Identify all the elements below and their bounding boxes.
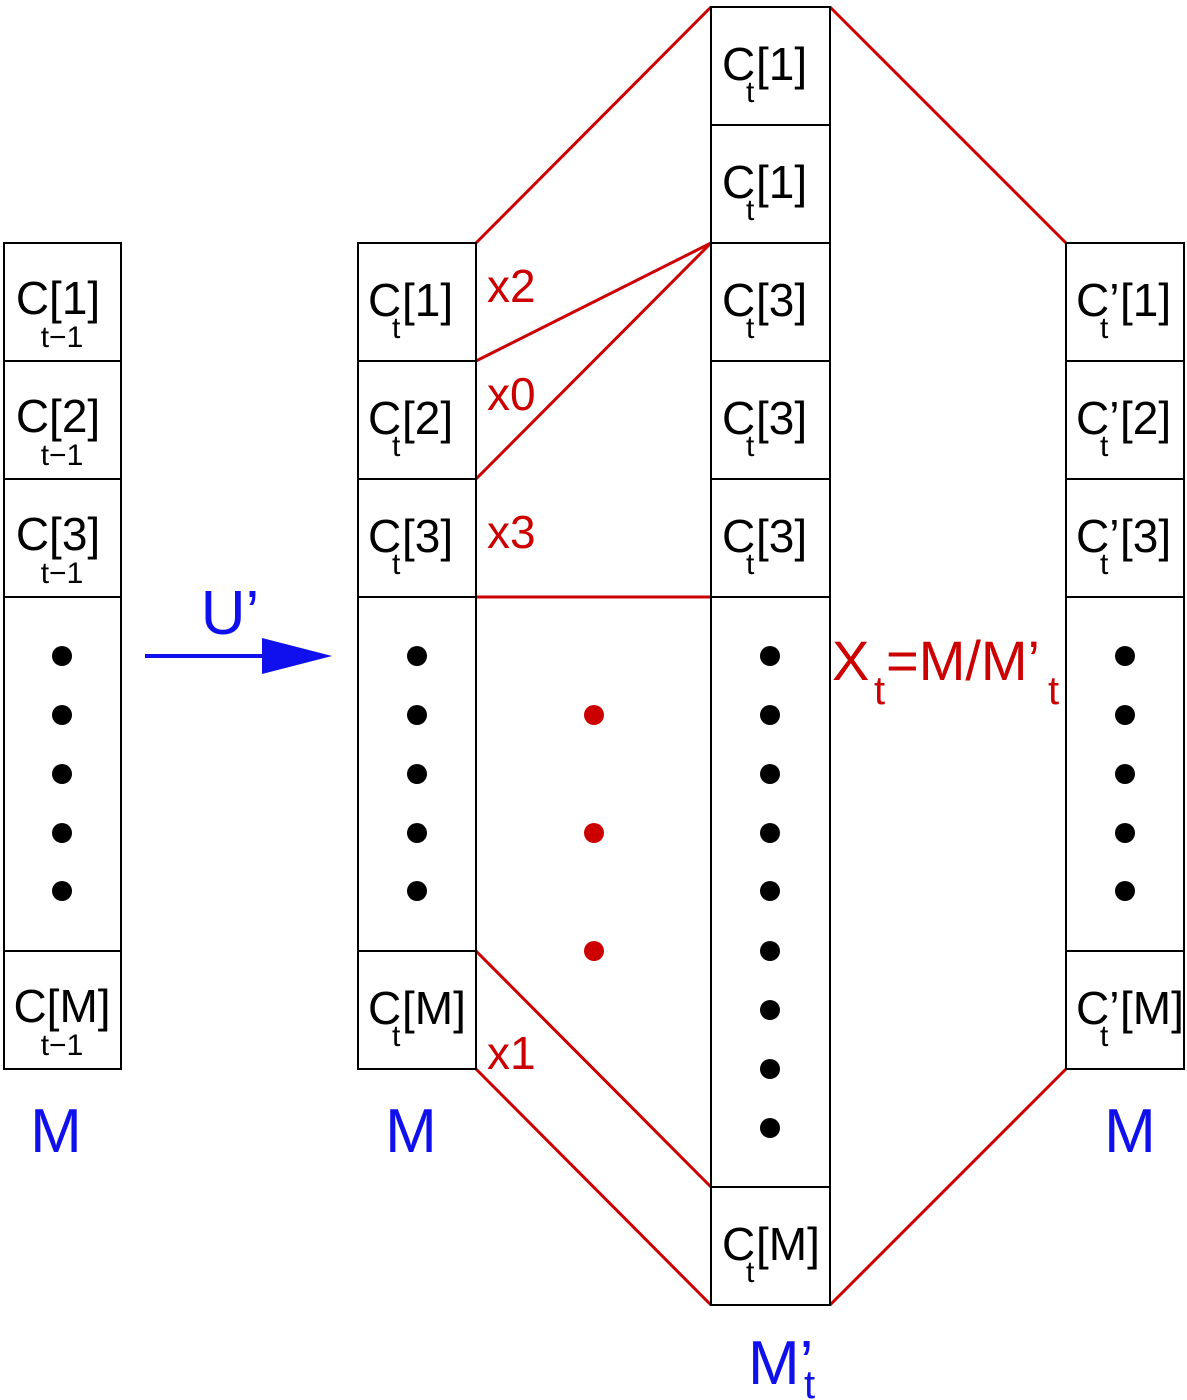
exp-cell-5: C t [3] xyxy=(722,510,807,581)
res-cell-1: C’ t [1] xyxy=(1076,274,1171,345)
exp-cell-3-post: [3] xyxy=(756,274,807,326)
res-cell-3-sub: t xyxy=(1100,548,1109,581)
prev-cell-2-sub: t−1 xyxy=(41,439,84,472)
exp-cell-2-pre: C xyxy=(722,156,755,208)
multiplier-labels: x2 x0 x3 x1 xyxy=(487,260,604,1079)
update-arrow: U’ xyxy=(145,579,332,674)
res-cell-2-pre: C’ xyxy=(1076,392,1119,444)
exp-cell-1-sub: t xyxy=(746,76,755,109)
cur-cell-3-post: [3] xyxy=(402,510,453,562)
res-cell-m: C’ t [M] xyxy=(1076,982,1184,1053)
formula-rest: =M/M’ xyxy=(886,629,1040,692)
prev-cell-1-sub: t−1 xyxy=(41,321,84,354)
res-cell-2-post: [2] xyxy=(1120,392,1171,444)
res-cell-2-sub: t xyxy=(1100,430,1109,463)
exp-cell-3: C t [3] xyxy=(722,274,807,345)
cur-cell-2-post: [2] xyxy=(402,392,453,444)
prev-cell-2-main: C[2] xyxy=(16,390,100,442)
formula-rest-sub: t xyxy=(1048,669,1059,713)
exp-cell-5-pre: C xyxy=(722,510,755,562)
multiplier-x1: x1 xyxy=(487,1027,536,1079)
res-cell-3-post: [3] xyxy=(1120,510,1171,562)
exp-cell-4-post: [3] xyxy=(756,392,807,444)
exp-ellipsis xyxy=(760,646,780,1138)
cur-cell-2-sub: t xyxy=(392,430,401,463)
prev-cell-3: C[3] t−1 xyxy=(16,508,100,590)
prev-cell-1: C[1] t−1 xyxy=(16,272,100,354)
prev-cell-2: C[2] t−1 xyxy=(16,390,100,472)
res-cell-m-post: [M] xyxy=(1120,982,1184,1034)
res-cell-1-sub: t xyxy=(1100,312,1109,345)
cur-cell-2-pre: C xyxy=(368,392,401,444)
res-cell-3: C’ t [3] xyxy=(1076,510,1171,581)
cur-ellipsis xyxy=(407,646,427,901)
res-cell-m-sub: t xyxy=(1100,1020,1109,1053)
exp-cell-2: C t [1] xyxy=(722,156,807,227)
prev-cell-m-sub: t−1 xyxy=(41,1029,84,1062)
prev-count-label: M xyxy=(30,1097,82,1166)
exp-cell-m: C t [M] xyxy=(722,1218,820,1289)
cur-cell-1-pre: C xyxy=(368,274,401,326)
column-resampled: C’ t [1] C’ t [2] C’ t [3] C’ t [M] M xyxy=(1065,242,1185,1166)
exp-cell-1-pre: C xyxy=(722,38,755,90)
cur-cell-m-sub: t xyxy=(392,1020,401,1053)
cur-cell-3-sub: t xyxy=(392,548,401,581)
res-cell-1-post: [1] xyxy=(1120,274,1171,326)
prev-ellipsis xyxy=(52,646,72,901)
exp-count-label-main: M’ xyxy=(748,1329,813,1398)
exp-cell-1-post: [1] xyxy=(756,38,807,90)
exp-cell-5-sub: t xyxy=(746,548,755,581)
prev-cell-3-main: C[3] xyxy=(16,508,100,560)
weight-formula: X t =M/M’ t xyxy=(832,629,1059,713)
formula-x-sub: t xyxy=(874,669,885,713)
cur-cell-3-pre: C xyxy=(368,510,401,562)
exp-cell-m-post: [M] xyxy=(756,1218,820,1270)
arrow-head-icon xyxy=(262,638,332,674)
multiplier-x3: x3 xyxy=(487,506,536,558)
cur-cell-1-sub: t xyxy=(392,312,401,345)
exp-cell-4-pre: C xyxy=(722,392,755,444)
cur-cell-m-post: [M] xyxy=(402,982,466,1034)
cur-cell-1: C t [1] xyxy=(368,274,453,345)
cur-cell-1-post: [1] xyxy=(402,274,453,326)
exp-cell-m-sub: t xyxy=(746,1256,755,1289)
prev-cell-1-main: C[1] xyxy=(16,272,100,324)
update-arrow-label: U’ xyxy=(201,579,260,648)
res-ellipsis xyxy=(1115,646,1135,901)
res-count-label: M xyxy=(1104,1097,1156,1166)
exp-cell-4: C t [3] xyxy=(722,392,807,463)
exp-cell-m-pre: C xyxy=(722,1218,755,1270)
formula-x: X xyxy=(832,629,869,692)
res-cell-1-pre: C’ xyxy=(1076,274,1119,326)
cur-cell-m: C t [M] xyxy=(368,982,466,1053)
prev-cell-m: C[M] t−1 xyxy=(13,980,110,1062)
cur-count-label: M xyxy=(385,1097,437,1166)
red-ellipsis xyxy=(584,705,604,961)
multiplier-x0: x0 xyxy=(487,368,536,420)
exp-cell-2-sub: t xyxy=(746,194,755,227)
column-current: C t [1] C t [2] C t [3] C t [M] M xyxy=(357,242,477,1166)
exp-count-label: M’ t xyxy=(748,1329,815,1400)
resampling-lines xyxy=(474,5,1068,1307)
column-expanded: C t [1] C t [1] C t [3] C t [3] C t [3] xyxy=(710,6,831,1400)
exp-count-label-sub: t xyxy=(804,1363,815,1400)
exp-cell-3-pre: C xyxy=(722,274,755,326)
exp-cell-5-post: [3] xyxy=(756,510,807,562)
exp-cell-4-sub: t xyxy=(746,430,755,463)
multiplier-x2: x2 xyxy=(487,260,536,312)
prev-cell-m-main: C[M] xyxy=(13,980,110,1032)
res-cell-m-pre: C’ xyxy=(1076,982,1119,1034)
cur-cell-3: C t [3] xyxy=(368,510,453,581)
cur-cell-2: C t [2] xyxy=(368,392,453,463)
res-cell-2: C’ t [2] xyxy=(1076,392,1171,463)
exp-cell-1: C t [1] xyxy=(722,38,807,109)
column-previous: C[1] t−1 C[2] t−1 C[3] t−1 C[M] t−1 M xyxy=(3,242,122,1166)
exp-cell-2-post: [1] xyxy=(756,156,807,208)
prev-cell-3-sub: t−1 xyxy=(41,557,84,590)
res-cell-3-pre: C’ xyxy=(1076,510,1119,562)
cur-cell-m-pre: C xyxy=(368,982,401,1034)
exp-cell-3-sub: t xyxy=(746,312,755,345)
